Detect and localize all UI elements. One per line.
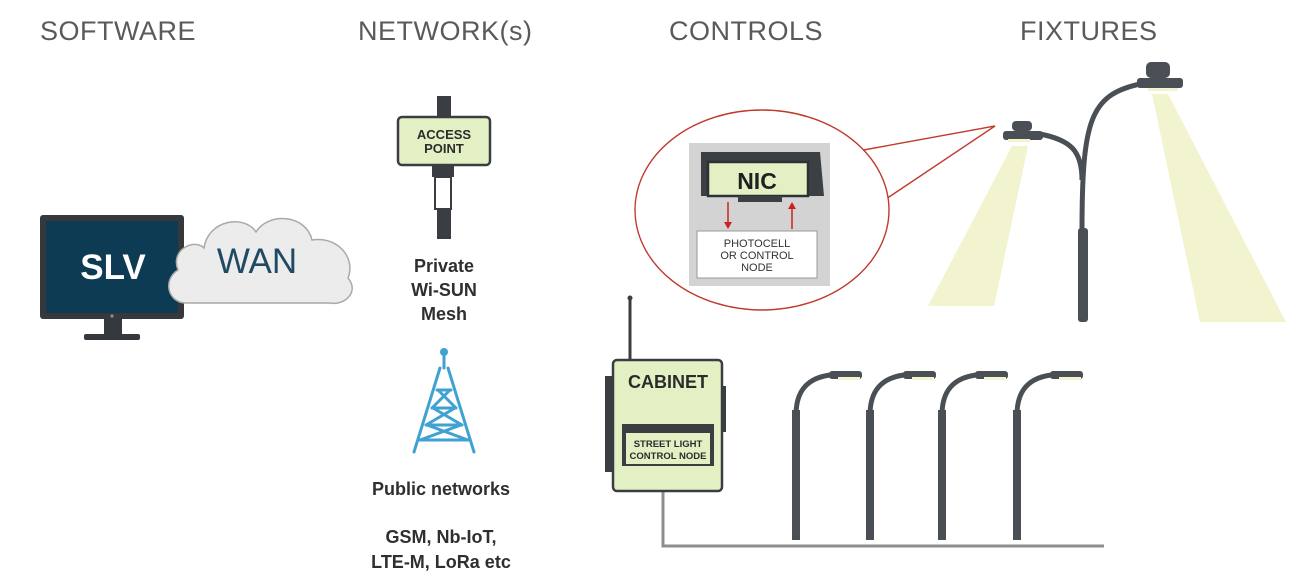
street-light-icon bbox=[866, 371, 936, 540]
access-point-label-2: POINT bbox=[424, 141, 464, 156]
slv-label: SLV bbox=[80, 248, 146, 287]
private-network-label-3: Mesh bbox=[420, 304, 467, 324]
cabinet-icon bbox=[605, 358, 726, 493]
private-network-label-2: Wi-SUN bbox=[411, 280, 477, 300]
nic-label: NIC bbox=[737, 168, 777, 194]
photocell-label-1: PHOTOCELL bbox=[724, 238, 790, 250]
cabinet-label: CABINET bbox=[628, 372, 708, 392]
private-network-label-1: Private bbox=[413, 256, 475, 276]
heading-networks: NETWORK(s) bbox=[358, 16, 533, 46]
access-point-icon bbox=[396, 96, 492, 239]
fixture-pole-icon bbox=[1003, 62, 1183, 322]
heading-controls: CONTROLS bbox=[669, 16, 824, 46]
street-light-label-1: STREET LIGHT bbox=[634, 439, 703, 450]
nic-device-icon bbox=[701, 152, 824, 202]
monitor-icon bbox=[40, 215, 184, 340]
photocell-box bbox=[696, 230, 818, 279]
street-light-icon bbox=[792, 371, 862, 540]
public-networks-title: Public networks bbox=[371, 479, 511, 499]
antenna-icon bbox=[627, 295, 633, 362]
cell-tower-icon bbox=[412, 348, 476, 454]
street-light-icon bbox=[1013, 371, 1083, 540]
public-networks-list-2: LTE-M, LoRa etc bbox=[371, 552, 511, 572]
light-beams bbox=[928, 94, 1286, 322]
photocell-label-3: NODE bbox=[741, 262, 773, 274]
access-point-label-1: ACCESS bbox=[417, 127, 472, 142]
street-light-label-2: CONTROL NODE bbox=[630, 451, 707, 462]
photocell-label-2: OR CONTROL bbox=[720, 250, 793, 262]
public-networks-list-1: GSM, Nb-IoT, bbox=[385, 527, 497, 547]
street-light-icon bbox=[938, 371, 1008, 540]
cloud-icon bbox=[168, 217, 353, 305]
heading-fixtures: FIXTURES bbox=[1020, 16, 1158, 46]
street-lights-row bbox=[792, 371, 1083, 540]
heading-software: SOFTWARE bbox=[40, 16, 196, 46]
signal-arrows bbox=[724, 202, 796, 229]
cabinet-wire bbox=[661, 490, 1104, 548]
wan-label: WAN bbox=[217, 242, 297, 281]
